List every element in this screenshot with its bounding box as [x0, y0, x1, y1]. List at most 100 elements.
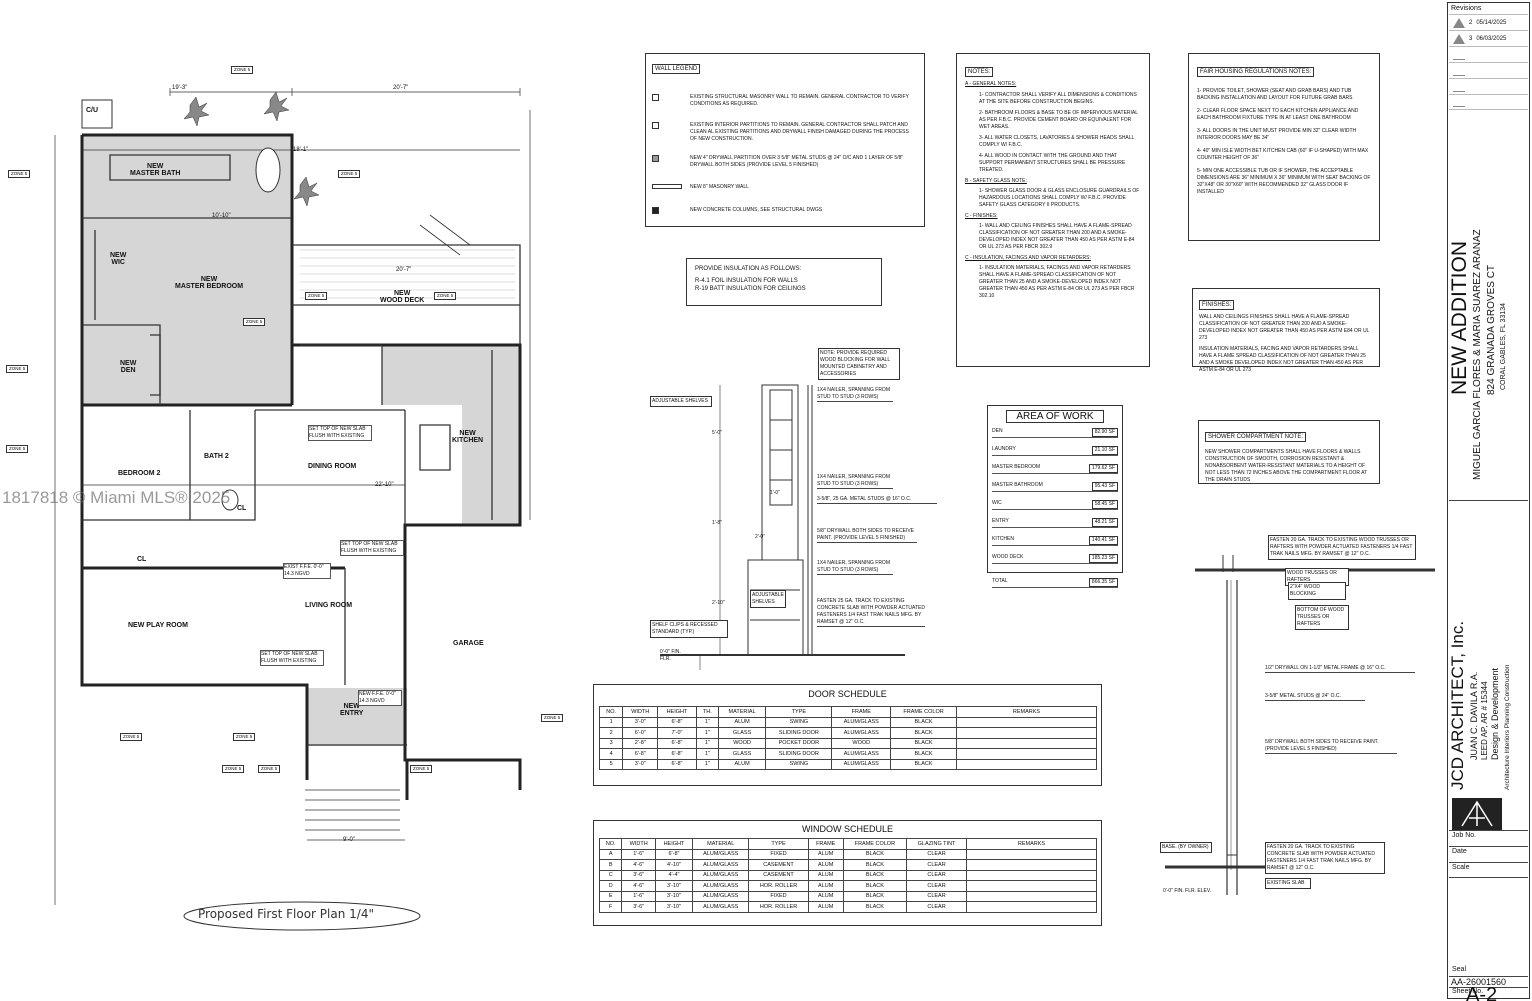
notes-section-head: C - INSULATION, FACINGS AND VAPOR RETARD…	[965, 255, 1091, 261]
cell: 1"	[695, 727, 719, 739]
zone-tag: ZONE 5	[434, 292, 457, 300]
cell: 3	[598, 737, 624, 749]
fair-housing-title: FAIR HOUSING REGULATIONS NOTES:	[1197, 67, 1315, 77]
cell: C	[598, 869, 623, 881]
zone-tag: ZONE 5	[338, 170, 361, 178]
wall-legend-item-1: EXISTING STRUCTURAL MASONRY WALL TO REMA…	[690, 94, 909, 107]
cell	[966, 869, 1097, 881]
architect-name: JUAN C. DAVILA R.A.	[1469, 671, 1479, 760]
finishes-panel: FINISHES: WALL AND CEILINGS FINISHES SHA…	[1192, 288, 1380, 373]
wall-swatch-icon	[652, 122, 659, 129]
shelf-dim: 5'-0"	[712, 430, 722, 436]
job-no-label: Job No.	[1452, 832, 1477, 839]
cell: 2	[598, 727, 624, 739]
cell	[956, 737, 1097, 749]
section-callout: EXISTING SLAB	[1265, 878, 1311, 889]
wall-legend-item-2: EXISTING INTERIOR PARTITIONS TO REMAIN. …	[690, 122, 909, 142]
cell: BLACK	[842, 859, 908, 871]
room-wic: NEW WIC	[110, 252, 127, 266]
cell: WOOD	[831, 737, 892, 749]
cell: 1"	[695, 716, 719, 728]
col-header: TYPE	[765, 706, 833, 718]
cell: 3'-10"	[654, 880, 694, 892]
firm-name: JCD ARCHITECT, Inc.	[1448, 620, 1467, 790]
col-header: FRAME	[807, 838, 844, 850]
cell: ALUM/GLASS	[692, 848, 750, 860]
cell: 4'-6"	[621, 859, 656, 871]
cell: 4	[598, 748, 624, 760]
shower-note-panel: SHOWER COMPARTMENT NOTE: NEW SHOWER COMP…	[1198, 420, 1380, 484]
cell: 3'-6"	[621, 901, 656, 913]
area-name: MASTER BATHROOM	[992, 482, 1043, 488]
revision-number: 3	[1469, 35, 1473, 42]
cell	[966, 901, 1097, 913]
area-value: 185.23 SF	[1088, 554, 1118, 563]
shelf-dim: 2'-10"	[712, 600, 725, 606]
room-cl-2: CL	[137, 556, 147, 563]
insulation-line-2: R-19 BATT INSULATION FOR CEILINGS	[695, 286, 806, 292]
wall-legend-item-3: NEW 4" DRYWALL PARTITION OVER 3 5/8" MET…	[690, 155, 904, 168]
date-label: Date	[1452, 848, 1467, 855]
window-schedule-header: NO. WIDTH HEIGHT MATERIAL TYPE FRAME FRA…	[598, 838, 1097, 850]
shelf-dim: 1'-0"	[770, 490, 780, 496]
door-schedule-panel: DOOR SCHEDULE NO. WIDTH HEIGHT TH. MATER…	[593, 684, 1102, 786]
note-item: 1- WALL AND CEILING FINISHES SHALL HAVE …	[979, 223, 1135, 250]
scale-field: Scale	[1449, 862, 1528, 878]
sheet-label: Sheet No.	[1449, 987, 1528, 997]
room-den: NEW DEN	[120, 360, 137, 374]
revision-date: 06/03/2025	[1476, 35, 1507, 42]
wall-legend-panel: WALL LEGEND EXISTING STRUCTURAL MASONRY …	[645, 53, 925, 227]
cell: CASEMENT	[748, 859, 809, 871]
cell: 1"	[695, 758, 719, 770]
area-value: 140.41 SF	[1088, 536, 1118, 545]
room-garage: GARAGE	[453, 640, 484, 647]
shelf-dim: 2'-0"	[755, 534, 765, 540]
cell: BLACK	[890, 748, 957, 760]
shelf-callout: FASTEN 25 GA. TRACK TO EXISTING CONCRETE…	[817, 598, 925, 627]
wall-legend-item-4: NEW 8" MASONRY WALL	[690, 184, 749, 190]
note-item: 4- ALL WOOD IN CONTACT WITH THE GROUND A…	[979, 153, 1126, 173]
cell: 6'-8"	[657, 716, 697, 728]
cell	[956, 758, 1097, 770]
shelf-callout: ADJUSTABLE SHELVES	[750, 590, 786, 608]
section-callout: 1/2" DRYWALL ON 1-1/2" METAL FRAME @ 16"…	[1265, 665, 1415, 673]
slab-note-2: SET TOP OF NEW SLAB FLUSH WITH EXISTING	[340, 540, 404, 556]
area-name: ENTRY	[992, 518, 1009, 524]
cell: B	[598, 859, 623, 871]
cell: ALUM	[717, 758, 767, 770]
cell: 6'-8"	[657, 737, 697, 749]
revisions-label: Revisions	[1451, 5, 1482, 12]
cell: CLEAR	[906, 890, 967, 902]
shelf-callout: 1X4 NAILER, SPANNING FROM STUD TO STUD (…	[817, 387, 893, 402]
col-header: WIDTH	[622, 706, 659, 718]
cell: BLACK	[842, 848, 908, 860]
insulation-line-1: R-4.1 FOIL INSULATION FOR WALLS	[695, 278, 798, 284]
room-cu: C/U	[86, 107, 99, 114]
col-header: WIDTH	[621, 838, 656, 850]
notes-section-head: A - GENERAL NOTES:	[965, 81, 1017, 87]
owners-name: MIGUEL GARCIA FLORES & MARIA SUAREZ ARAN…	[1472, 229, 1483, 480]
cell: 1'-6"	[621, 848, 656, 860]
zone-tag: ZONE 5	[222, 765, 245, 773]
col-header: TH.	[695, 706, 719, 718]
seal-field: Seal	[1449, 966, 1528, 976]
cell: 1"	[695, 737, 719, 749]
area-total-label: TOTAL	[992, 578, 1008, 584]
cell: SWING	[765, 758, 833, 770]
area-name: WIC	[992, 500, 1002, 506]
cell: 3'-10"	[654, 890, 694, 902]
section-level: 0'-0" FIN. FLR. ELEV.	[1163, 888, 1212, 894]
section-callout: 5/8" DRYWALL BOTH SIDES TO RECEIVE PAINT…	[1265, 739, 1397, 754]
revision-triangle-icon	[1453, 82, 1465, 92]
area-value: 95.43 SF	[1091, 482, 1118, 491]
scale-label: Scale	[1452, 864, 1470, 871]
